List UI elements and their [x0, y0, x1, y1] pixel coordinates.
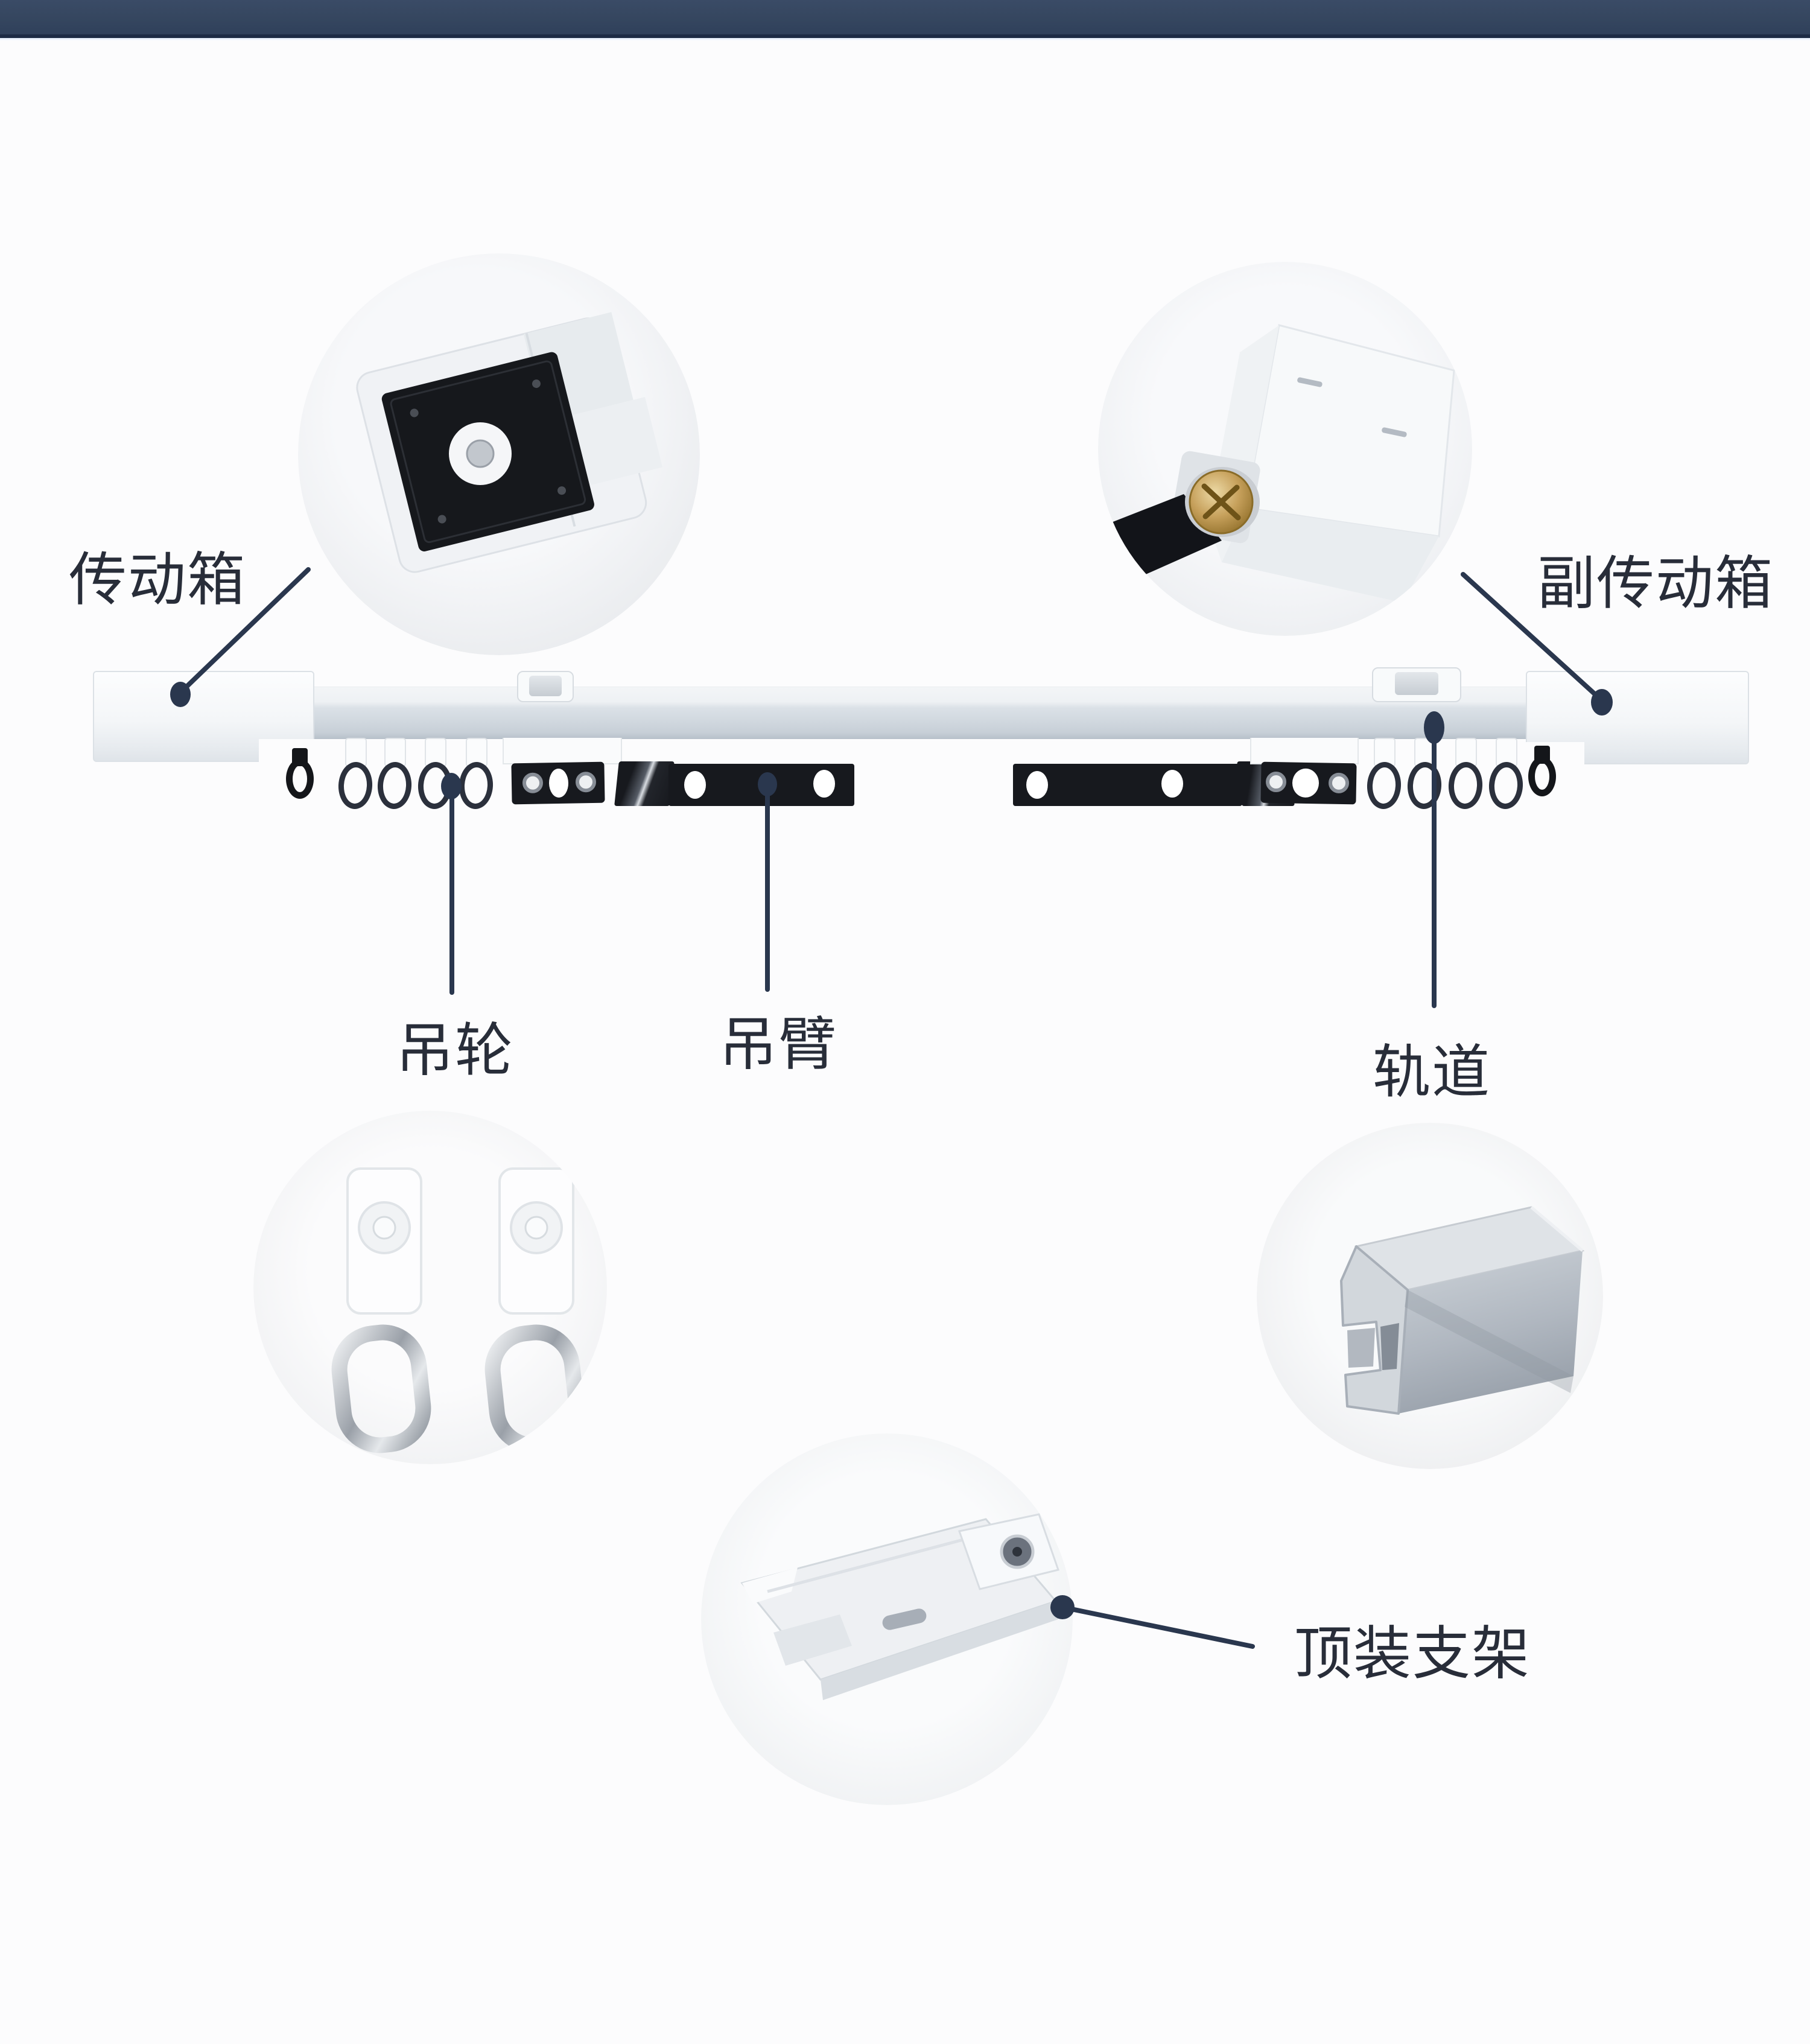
secondary-box-photo: [1098, 262, 1472, 636]
label-transmission-box: 传动箱: [69, 548, 246, 612]
label-hanging-wheel: 吊轮: [396, 1018, 514, 1083]
leader-dot-secondary-transmission-box: [1591, 689, 1613, 716]
arm-hole: [684, 771, 706, 799]
rail-clamp-right-cap: [1395, 672, 1438, 695]
screw-slot-2: [1202, 484, 1240, 519]
leader-dot-hanging-wheel: [441, 773, 462, 799]
ceiling-bracket-photo: [701, 1433, 1073, 1805]
eyelet-loop: [286, 759, 314, 799]
leader-line-secondary-transmission-box: [1461, 572, 1604, 703]
header-band-dark-edge: [0, 34, 1810, 38]
hanging-wheel-photo: [253, 1111, 607, 1464]
arm-hole: [1161, 770, 1183, 798]
runner-clip: [425, 738, 446, 767]
arm-hole: [1026, 771, 1048, 799]
arm-hole: [813, 770, 835, 798]
header-band: [0, 0, 1810, 34]
detail-circle-track: [1257, 1123, 1603, 1469]
rail-clamp-left: [517, 671, 574, 702]
runner-clip: [1374, 738, 1396, 767]
rail-clamp-left-cap: [529, 676, 562, 696]
aluminium-extrusion: [1340, 1206, 1585, 1415]
arm-strap-right: [1013, 764, 1242, 806]
leader-dot-ceiling-bracket: [1050, 1595, 1075, 1619]
runner-clip: [1496, 738, 1517, 767]
detail-circle-hanging-wheel: [253, 1111, 607, 1464]
header-band-light-edge: [0, 38, 1810, 41]
detail-circle-transmission-box: [298, 253, 700, 655]
track-profile-photo: [1257, 1123, 1603, 1469]
plate-center-hole: [466, 439, 495, 468]
leader-dot-transmission-box: [170, 682, 191, 707]
rail-clamp-right: [1372, 667, 1461, 702]
label-secondary-transmission-box: 副传动箱: [1537, 551, 1774, 616]
label-hanging-arm: 吊臂: [719, 1012, 837, 1077]
bracket-clip: [958, 1513, 1059, 1590]
runner-clip: [345, 738, 367, 767]
roller-unit-left: [331, 1167, 431, 1453]
leader-line-transmission-box: [178, 567, 311, 695]
leader-dot-track: [1424, 711, 1444, 744]
runner-clip: [384, 738, 406, 767]
detail-circle-ceiling-bracket: [701, 1433, 1073, 1805]
label-track: 轨道: [1373, 1040, 1491, 1105]
detail-circle-secondary-transmission-box: [1098, 262, 1472, 636]
leader-dot-hanging-arm: [758, 772, 777, 796]
eyelet-loop: [1528, 757, 1556, 796]
leader-line-ceiling-bracket: [1060, 1605, 1255, 1649]
track-rail: [314, 687, 1526, 739]
label-ceiling-bracket: 顶装支架: [1294, 1622, 1531, 1686]
runner-clip: [466, 738, 487, 767]
roller-unit-right: [484, 1167, 585, 1453]
runner-clip: [1455, 738, 1477, 767]
transmission-box-photo: [298, 253, 700, 655]
